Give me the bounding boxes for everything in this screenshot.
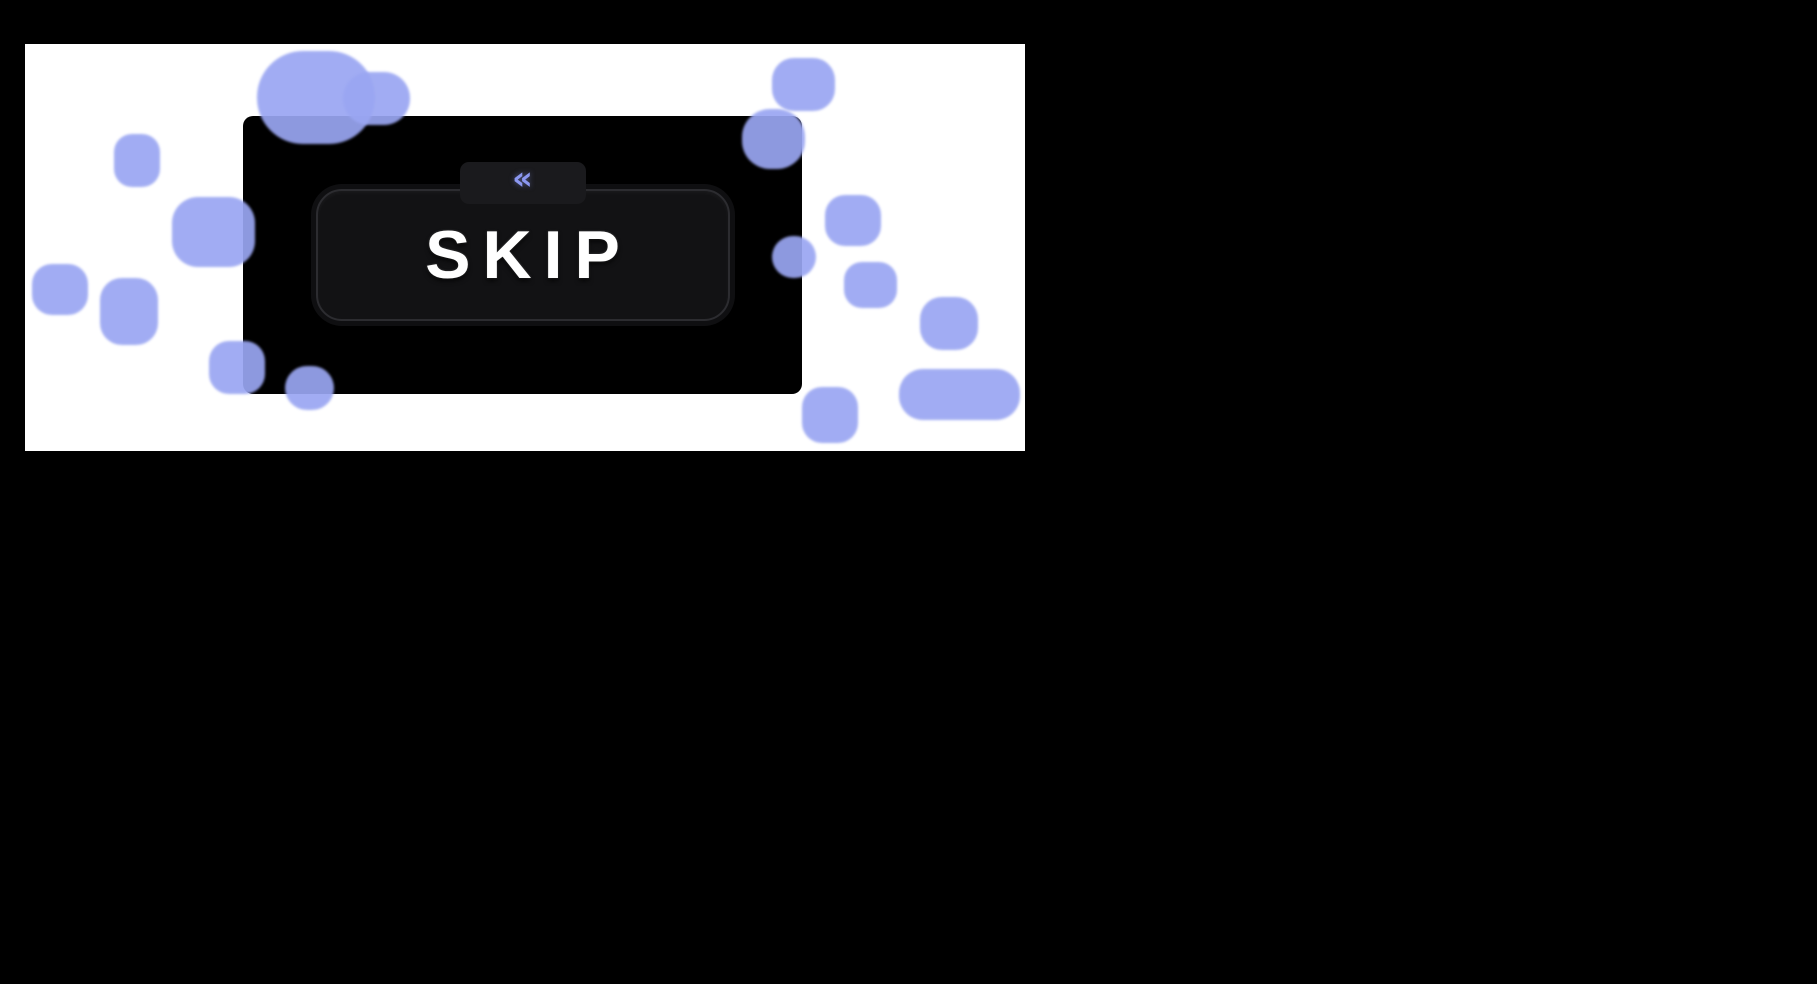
ad-panel: « SKIP — [243, 116, 802, 394]
skip-button[interactable]: SKIP — [315, 189, 730, 321]
paint-blob — [32, 264, 88, 315]
skip-button-label: SKIP — [425, 217, 632, 293]
paint-blob — [802, 387, 858, 443]
paint-blob — [899, 369, 1020, 420]
collapse-tab[interactable]: « — [459, 159, 586, 204]
chevrons-left-icon: « — [512, 159, 533, 197]
ad-card: « SKIP — [25, 44, 1025, 451]
paint-blob — [100, 278, 158, 345]
paint-blob — [772, 58, 835, 111]
paint-blob — [844, 262, 897, 308]
paint-blob — [114, 134, 160, 187]
paint-blob — [920, 297, 978, 350]
paint-blob — [825, 195, 881, 246]
